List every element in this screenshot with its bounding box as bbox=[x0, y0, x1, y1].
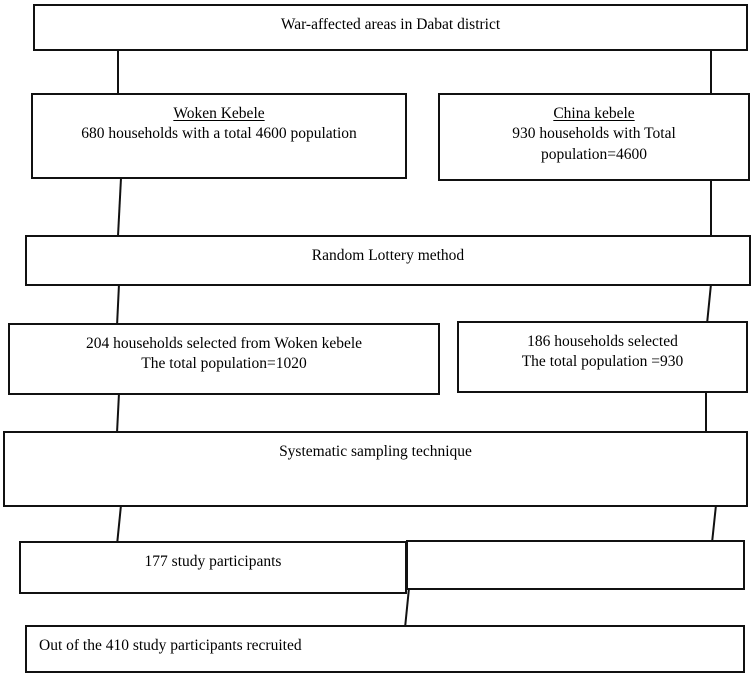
node-war-affected-areas: War-affected areas in Dabat district bbox=[33, 4, 748, 51]
node-systematic-sampling-technique: Systematic sampling technique bbox=[3, 431, 748, 507]
node-systematic-sampling-text: Systematic sampling technique bbox=[279, 443, 472, 460]
node-china-selected-line-2: The total population =930 bbox=[521, 353, 684, 371]
connector-systematic-to-participants bbox=[108, 504, 130, 546]
node-study-participants-177: 177 study participants bbox=[19, 541, 407, 594]
node-root-text: War-affected areas in Dabat district bbox=[280, 16, 501, 33]
connector-woken-to-lottery bbox=[110, 177, 130, 237]
node-random-lottery-text: Random Lottery method bbox=[311, 247, 465, 264]
node-total-recruited-text: Out of the 410 study participants recrui… bbox=[39, 637, 302, 654]
node-total-recruited: Out of the 410 study participants recrui… bbox=[25, 625, 745, 673]
node-china-selected-line-1: 186 households selected bbox=[527, 333, 678, 350]
node-woken-selected-line-2: The total population=1020 bbox=[141, 355, 307, 373]
connector-china-selected-to-systematic bbox=[705, 391, 707, 433]
connector-root-to-woken bbox=[117, 50, 119, 95]
node-study-participants-blank bbox=[406, 540, 745, 590]
connector-systematic-to-blank-box bbox=[704, 504, 726, 544]
connector-woken-selected-to-systematic bbox=[108, 392, 128, 434]
node-china-kebele-heading: China kebele bbox=[553, 105, 635, 122]
node-china-households-selected: 186 households selected The total popula… bbox=[457, 321, 748, 393]
node-participants-177-text: 177 study participants bbox=[144, 553, 282, 570]
node-participants-blank-text bbox=[408, 542, 743, 551]
node-woken-kebele-heading: Woken Kebele bbox=[173, 105, 265, 122]
node-woken-kebele-detail: 680 households with a total 4600 populat… bbox=[81, 125, 357, 143]
node-woken-selected-line-1: 204 households selected from Woken kebel… bbox=[85, 335, 363, 352]
node-china-kebele: China kebele 930 households with Total p… bbox=[438, 93, 750, 181]
connector-lottery-to-china-selected bbox=[698, 283, 718, 325]
node-woken-households-selected: 204 households selected from Woken kebel… bbox=[8, 323, 440, 395]
connector-root-to-china bbox=[710, 50, 712, 95]
connector-china-to-lottery bbox=[710, 180, 712, 236]
connector-participants-to-recruited bbox=[398, 587, 418, 629]
node-random-lottery-method: Random Lottery method bbox=[25, 235, 751, 286]
node-china-kebele-detail-1: 930 households with Total bbox=[512, 125, 676, 143]
node-woken-kebele: Woken Kebele 680 households with a total… bbox=[31, 93, 407, 179]
connector-lottery-to-woken-selected bbox=[108, 283, 128, 327]
node-china-kebele-detail-2: population=4600 bbox=[540, 145, 648, 163]
